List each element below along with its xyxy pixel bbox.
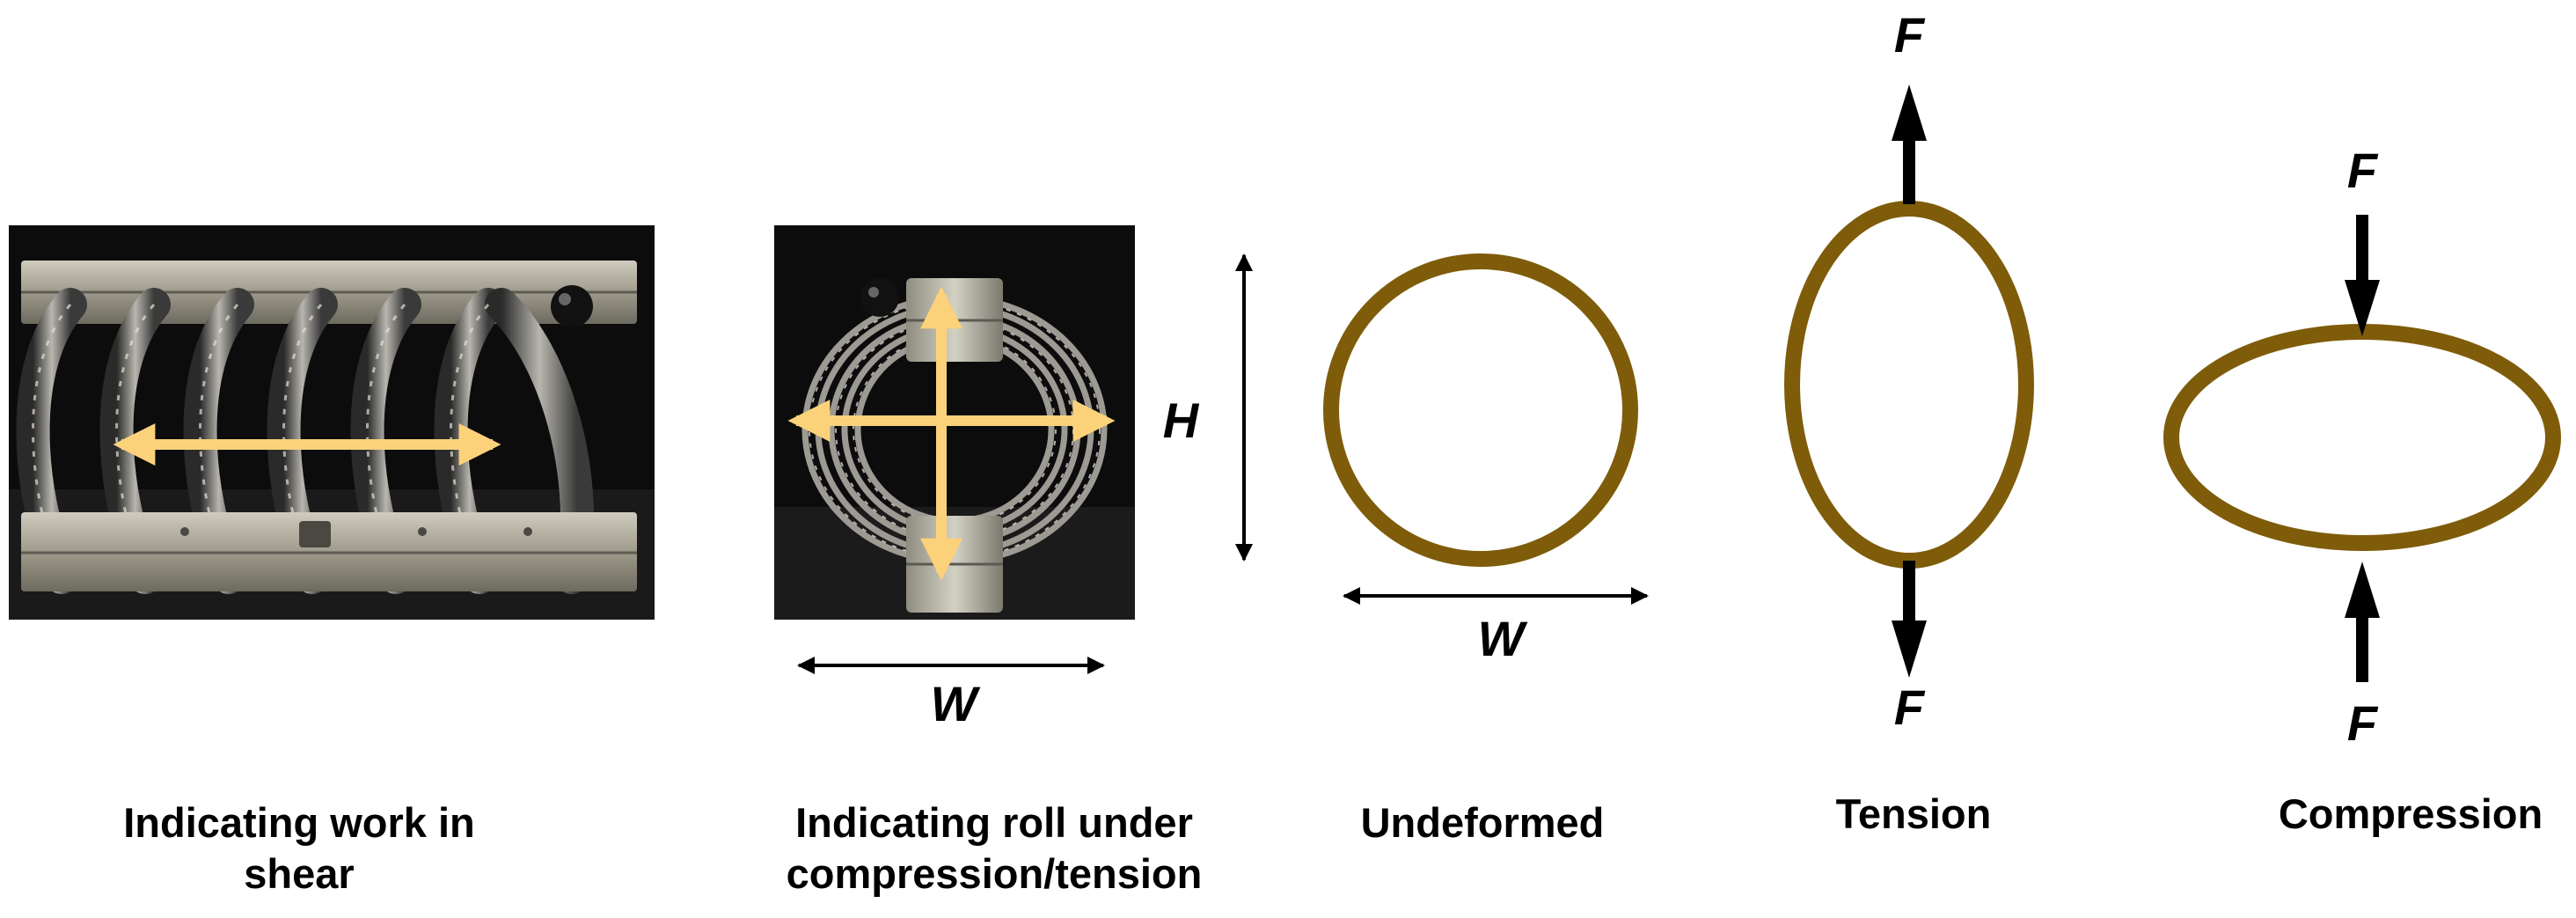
tension-force-arrowhead-top [1892, 84, 1927, 141]
tension-ring [1784, 201, 2034, 569]
tension-force-label-bottom: F [1893, 679, 1925, 735]
compression-force-arrowhead-top [2345, 280, 2380, 336]
undeformed-width-symbol: W [1477, 611, 1525, 666]
compression-force-label-bottom: F [2346, 695, 2378, 751]
height-symbol: H [1162, 393, 1199, 448]
shear-caption: Indicating work in shear [123, 799, 475, 897]
tension-force-label-top: F [1893, 7, 1925, 62]
roll-caption: Indicating roll under compression/tensio… [786, 799, 1203, 897]
undeformed-caption: Undeformed [1360, 799, 1605, 846]
undeformed-ring [1323, 253, 1638, 567]
shear-isolator-photo [9, 225, 655, 620]
roll-width-symbol: W [930, 676, 977, 731]
compression-caption: Compression [2278, 790, 2543, 837]
tension-force-arrowhead-bottom [1892, 621, 1927, 678]
compression-force-label-top: F [2346, 143, 2378, 198]
compression-ring [2163, 324, 2561, 551]
tension-caption: Tension [1835, 790, 1992, 837]
compression-force-arrowhead-bottom [2345, 562, 2380, 618]
